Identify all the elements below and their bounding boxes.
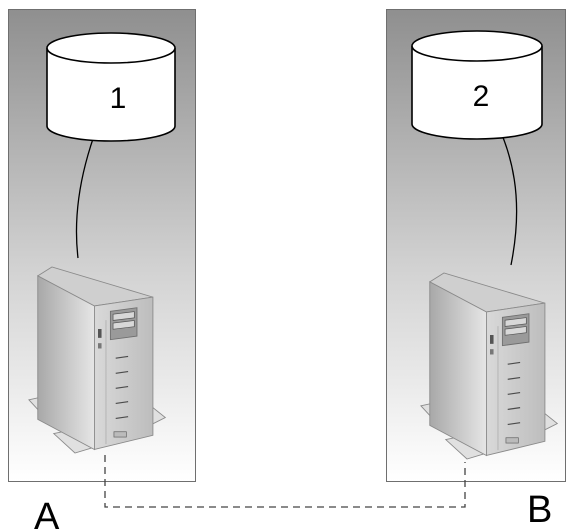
site-b-label: B — [527, 489, 552, 530]
disk-icon: 2 — [411, 30, 543, 140]
tower-server-icon — [420, 272, 558, 460]
disk-icon: 1 — [46, 32, 176, 142]
site-a-label: A — [34, 496, 60, 530]
tower-server-icon — [28, 266, 166, 454]
disk-1-label: 1 — [110, 82, 127, 115]
disk-2-label: 2 — [473, 80, 490, 113]
replication-link — [104, 455, 466, 508]
